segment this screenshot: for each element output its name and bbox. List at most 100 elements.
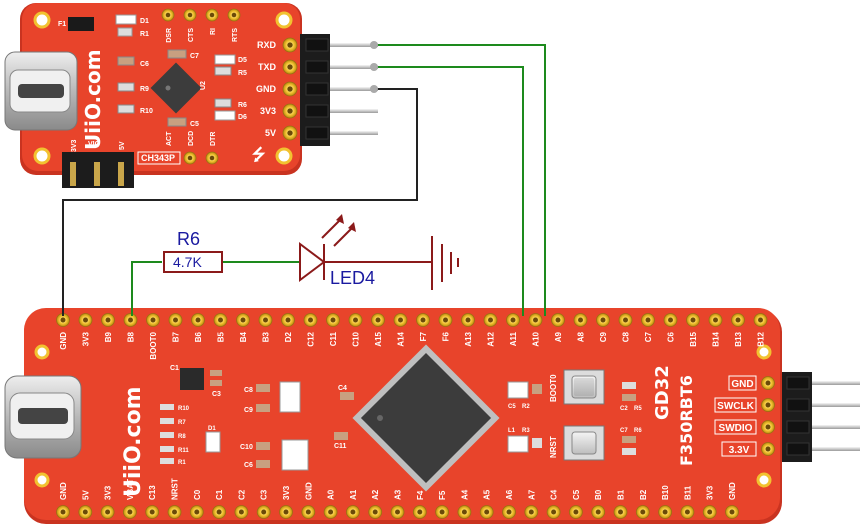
led4-symbol: LED4 [299,214,375,288]
adapter-right-pin-5v-hole [287,130,293,136]
mcu-usb-c-tongue [18,408,68,424]
resistor-r9 [117,82,135,92]
cap-c6 [256,460,270,468]
pin-label: B5 [217,331,226,342]
mcu-r3-label: R3 [522,428,530,434]
pin-label: A13 [464,331,473,346]
pin-label: GND [59,482,68,500]
boot0-button[interactable] [563,369,605,405]
pin-label: 5V [81,490,90,500]
crystal-8m [281,439,309,471]
pin-label: 3V3 [104,485,113,500]
pin-label: D2 [284,331,293,342]
mcu-top-pin-b12-hole [758,317,763,323]
pin-label: 3V3 [706,485,715,500]
mcu-bottom-pin-3v3-hole [707,509,713,515]
mcu-bottom-pin-b0-hole [595,509,601,515]
pin-label: ACT [166,131,173,146]
pin-label: A14 [397,331,406,346]
mcu-top-pin-f6-hole [443,317,448,323]
mcu-c8-label: C8 [244,387,253,394]
pin-label: C7 [644,331,653,342]
cap-c9 [256,404,270,412]
mcu-top-pin-a14-hole [398,317,403,323]
resistor-r6 [214,98,232,108]
wire-endpoint-dot [370,41,378,49]
mcu-c9-label: C9 [244,407,253,414]
mcu-bottom-pin-gnd-hole [729,509,735,515]
usb-serial-adapter-board: UiiO.com U2 F1 D1 R1 C6 R9 R10 C7 D5 R5 … [4,3,378,188]
mcu-c6-label: C6 [244,462,253,469]
mount-hole [34,472,50,488]
swd-pin-label-swdio: SWDIO [719,423,753,434]
board-model-line2: F350RBT6 [677,375,696,466]
pin-label: F6 [442,331,451,341]
cap-c7 [622,436,636,443]
adapter-r6-label: R6 [238,102,247,109]
pin-label: B9 [104,331,113,342]
mcu-bottom-pin-f5-hole [439,509,445,515]
pin-label: C11 [329,331,338,346]
resistor-value: 4.7K [173,254,202,270]
adapter-pin-label-gnd: GND [256,84,277,94]
pin-label: C2 [237,489,246,500]
header-pin [330,109,378,113]
adapter-u2-label: U2 [200,81,207,90]
pin-label: B10 [661,485,670,500]
mcu-bottom-pin-a5-hole [484,509,490,515]
swd-pin-label-swclk: SWCLK [717,401,754,412]
adapter-top-pin-ri-hole [209,12,215,18]
mcu-top-pin-a15-hole [375,317,381,323]
voltage-regulator [180,368,204,390]
resistor-r6-symbol: 4.7K R6 [163,229,223,273]
adapter-right-pin-txd-hole [287,64,293,70]
swd-label-box [721,441,757,457]
pin-label: B13 [734,331,743,346]
pin-label: GND [304,482,313,500]
cap-c4 [340,392,354,400]
mcu-bottom-pin-a7-hole [528,509,534,515]
header-pin [330,87,378,91]
pin-label: C6 [667,331,676,342]
resistor-r10 [160,404,174,410]
pin-label: B3 [262,331,271,342]
mcu-c11-label: C11 [334,443,347,450]
mcu-top-pin-f7-hole [420,317,426,323]
pin-label: A0 [327,489,336,500]
jumper-pin [118,162,124,186]
mcu-c7-label: C7 [620,428,628,434]
swd-pin-label-3.3v: 3.3V [729,445,750,456]
mcu-brand-logo: UiiO.com [121,386,146,497]
mcu-c4-label: C4 [338,385,347,392]
adapter-top-pin-rts-hole [231,12,237,18]
mcu-top-pin-a9-hole [555,317,561,323]
mcu-r11-label: R11 [178,448,189,454]
cap-small [532,384,542,394]
gd32-dev-board: UiiO.com C1 C3 R10 R7 R8 R11 R1 D1 C8 C9… [4,308,860,524]
cap-c8 [256,384,270,392]
mcu-bottom-pin-3v3-hole [283,509,289,515]
pin-label: F7 [419,331,428,341]
mount-hole [756,344,772,360]
wire-endpoint-dot [370,85,378,93]
nrst-button[interactable] [563,425,605,461]
header-segment [305,60,329,74]
pin-label: GND [728,482,737,500]
pin-label: C5 [572,489,581,500]
swd-label-box [728,375,757,391]
pin-label: B7 [172,331,181,342]
pin-label: A12 [487,331,496,346]
pin-label: F4 [416,490,425,500]
adapter-right-pin-3v3-hole [287,108,293,114]
mcu-top-pin-b5-hole [218,317,223,323]
swd-pin-gnd-hole [765,380,771,386]
adapter-c5-label: C5 [190,121,199,128]
mcu-bottom-pin-b11-hole [684,509,690,515]
pin-label: DSR [166,28,173,43]
adapter-pin-label-3v3: 3V3 [260,106,276,116]
mcu-bottom-pin-a1-hole [350,509,356,515]
board-model-line1: GD32 [652,365,673,420]
